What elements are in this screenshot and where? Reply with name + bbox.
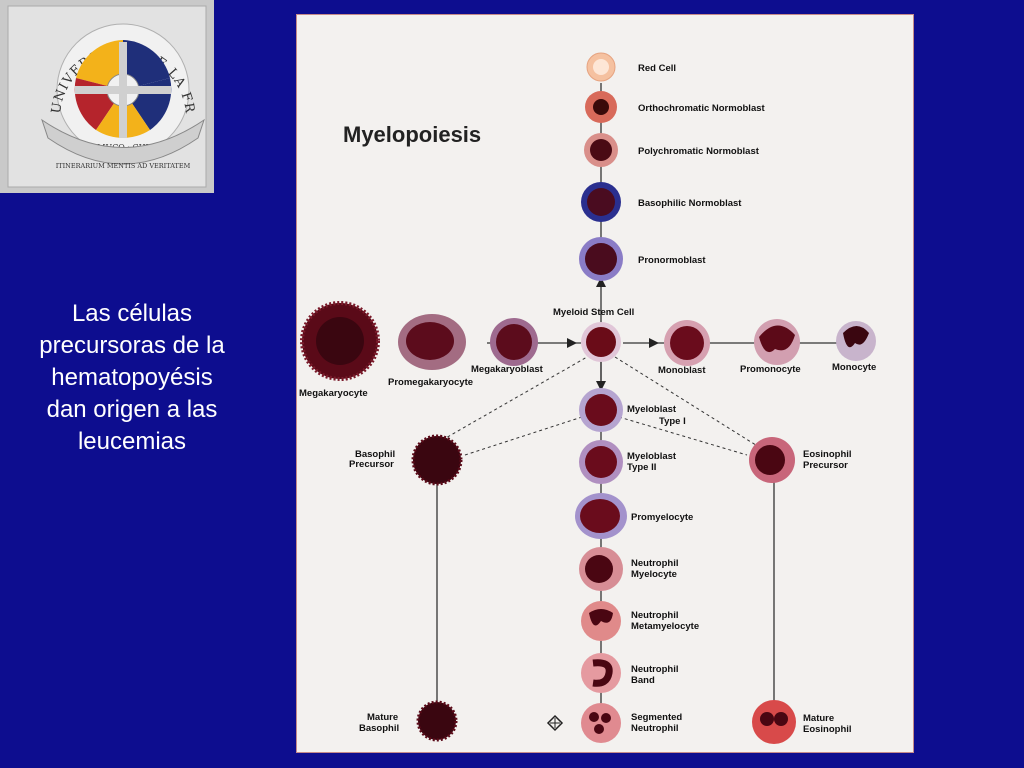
neutrophil-metamyelocyte [581,601,621,641]
logo-emblem [74,40,172,138]
ortho-label: Orthochromatic Normoblast [638,103,766,114]
myeloblast2-type-label: Type II [627,462,656,473]
promonocyte-label: Promonocyte [740,364,801,375]
side-caption-line: hematopoyésis [51,364,213,391]
mature-baso-label-2: Basophil [359,723,399,734]
promonocyte [754,319,800,365]
megakaryoblast [490,318,538,366]
figure-title: Myelopoiesis [343,122,481,147]
eos-prec-label-2: Precursor [803,460,848,471]
myeloblast-type-1 [579,388,623,432]
university-logo: UNIVERSIDAD DE LA FRONTERA TEMUCO · CHIL… [0,0,214,193]
megakaryoblast-label: Megakaryoblast [471,364,544,375]
logo-motto-text: ITINERARIUM MENTIS AD VERITATEM [56,162,191,170]
stem-cell-label: Myeloid Stem Cell [553,307,634,318]
pronormoblast [579,237,623,281]
neut-band-label-2: Band [631,675,655,686]
neut-meta-label-2: Metamyelocyte [631,621,699,632]
mature-basophil [416,700,458,742]
myelopoiesis-diagram: Myelopoiesis Red Cell Orthochromatic Nor… [296,14,914,753]
university-seal-icon: UNIVERSIDAD DE LA FRONTERA TEMUCO · CHIL… [0,0,214,193]
pronormoblast-label: Pronormoblast [638,255,706,266]
side-caption-line: leucemias [77,428,187,455]
seg-neut-label-2: Neutrophil [631,723,679,734]
monoblast-label: Monoblast [658,365,706,376]
baso-prec-label: Basophil [355,449,395,460]
side-caption-line: precursoras de la [39,332,225,359]
monocyte-label: Monocyte [832,362,876,373]
side-caption: Las células precursoras de la hematopoyé… [14,298,250,458]
segmented-neutrophil [581,703,621,743]
red-cell-label: Red Cell [638,63,676,74]
megakaryocyte [300,301,380,381]
promegakaryocyte-label: Promegakaryocyte [388,377,473,388]
myeloblast1-label: Myeloblast [627,404,677,415]
side-caption-line: dan origen a las [46,396,218,423]
seg-neut-label: Segmented [631,712,682,723]
mature-eos-label-2: Eosinophil [803,724,852,735]
mature-baso-label: Mature [367,712,398,723]
baso-prec-label-2: Precursor [349,459,394,470]
diamond-marker-icon [546,714,564,732]
neut-meta-label: Neutrophil [631,610,679,621]
polychromatic-normoblast [584,133,618,167]
arrowheads [567,277,659,391]
red-cell [586,52,616,82]
mature-eosinophil [752,700,796,744]
promegakaryocyte [398,314,466,370]
basophil-precursor [411,434,463,486]
monocyte [836,321,876,361]
neut-band-label: Neutrophil [631,664,679,675]
mature-eos-label: Mature [803,713,834,724]
eos-prec-label: Eosinophil [803,449,852,460]
poly-label: Polychromatic Normoblast [638,146,760,157]
baso-normo-label: Basophilic Normoblast [638,198,742,209]
basophilic-normoblast [581,182,621,222]
myeloblast1-type-label: Type I [659,416,686,427]
side-caption-line: Las células [71,300,193,327]
myeloid-stem-cell [581,322,621,362]
promyelocyte [575,493,627,539]
neut-myelo-label: Neutrophil [631,558,679,569]
neutrophil-myelocyte [579,547,623,591]
monoblast [664,320,710,366]
eosinophil-precursor [749,437,795,483]
megakaryocyte-label: Megakaryocyte [299,388,368,399]
promyelocyte-label: Promyelocyte [631,512,693,523]
neut-myelo-label-2: Myelocyte [631,569,677,580]
myeloblast2-label: Myeloblast [627,451,677,462]
myeloblast-type-2 [579,440,623,484]
neutrophil-band [581,653,621,693]
orthochromatic-normoblast [585,91,617,123]
